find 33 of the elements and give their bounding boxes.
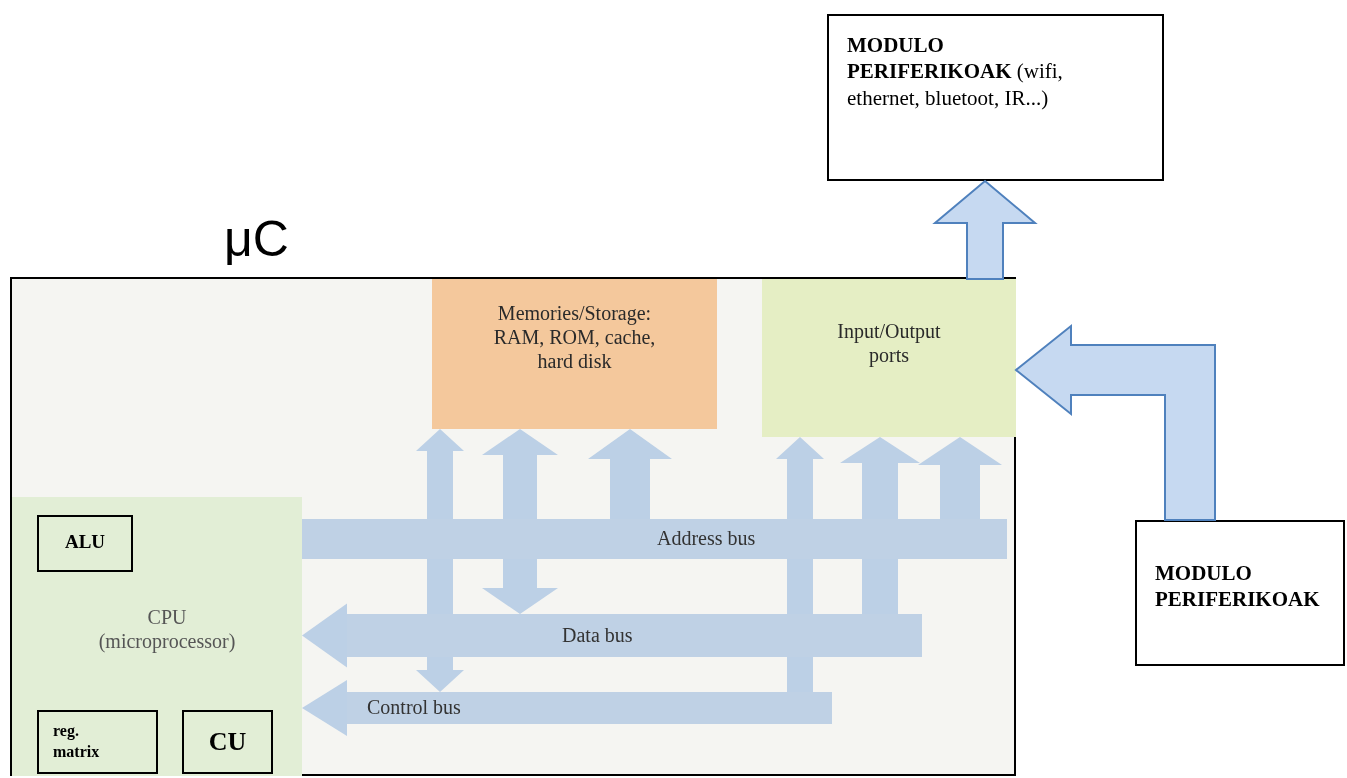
block-label: CPU (microprocessor) [97,605,237,653]
box-label: ALU [63,531,107,554]
memory-block [432,279,717,429]
bus-label: Control bus [367,695,461,719]
block-arrow [1014,323,1216,521]
block-label: Input/Output ports [836,319,942,367]
block-arrow [302,603,347,668]
box-label: reg. matrix [53,721,101,762]
block-arrow [918,437,1002,519]
block-arrow [302,680,347,736]
bus-band [347,692,832,724]
box-label: CU [207,726,248,758]
alu-box [37,515,133,572]
bus-label: Address bus [657,526,756,550]
module-label: MODULO PERIFERIKOAK [1155,560,1321,613]
module-box [827,14,1164,181]
module-box [1135,520,1345,666]
block-arrow [840,437,920,614]
block-arrow [588,429,672,519]
block-label: Memories/Storage: RAM, ROM, cache, hard disk [492,301,657,373]
bus-band [347,614,922,657]
bus-band [302,519,1007,559]
register-box [37,710,158,774]
io-ports-block [762,279,1016,437]
block-arrow [776,437,824,692]
frame-title: μC [224,210,289,269]
block-arrow [932,179,1038,280]
bus-label: Data bus [562,623,633,647]
block-arrow [416,429,464,692]
cpu-block [12,497,302,776]
control-unit-box [182,710,273,774]
module-label: MODULO PERIFERIKOAK (wifi, ethernet, bluetoot, IR...) [847,32,1064,111]
block-arrow [482,429,558,614]
